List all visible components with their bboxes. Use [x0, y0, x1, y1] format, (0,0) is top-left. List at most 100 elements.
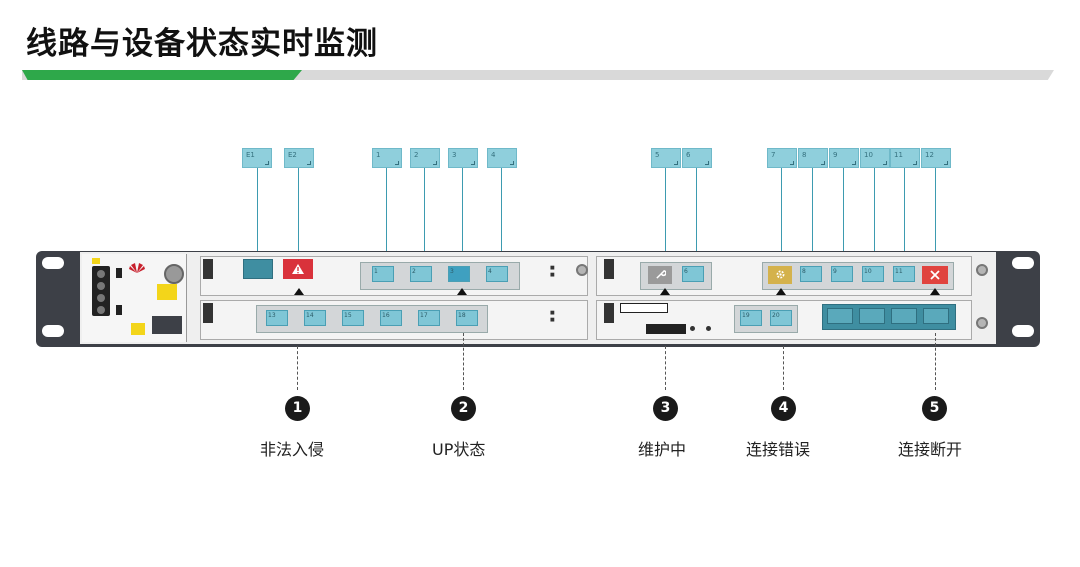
card-handle[interactable] [604, 303, 614, 323]
callout-4[interactable]: 4 [487, 148, 517, 168]
port-7-error[interactable] [768, 266, 792, 284]
card-handle[interactable] [604, 259, 614, 279]
port-18[interactable]: 18 [456, 310, 478, 326]
callout-line-3 [462, 168, 463, 268]
card-handle[interactable] [203, 259, 213, 279]
psu-switch[interactable] [116, 305, 122, 315]
port-12-disconnected[interactable] [922, 266, 948, 284]
panel-screw-icon [976, 264, 988, 276]
fiber-port[interactable] [859, 308, 885, 324]
panel-screw-icon [976, 317, 988, 329]
callout-line-e1 [257, 168, 258, 268]
callout-line-12 [935, 168, 936, 268]
callout-5[interactable]: 5 [651, 148, 681, 168]
port-8[interactable]: 8 [800, 266, 822, 282]
title-underline-grey [22, 70, 1054, 80]
led-indicator: ■ [550, 310, 555, 316]
port-16[interactable]: 16 [380, 310, 402, 326]
page-title: 线路与设备状态实时监测 [26, 26, 378, 62]
leader-line-5 [935, 333, 936, 390]
legend-label-up-state: UP状态 [432, 440, 486, 459]
warning-triangle-icon [292, 264, 304, 274]
rack-ear-hole [1012, 257, 1034, 269]
console-port [152, 316, 182, 334]
port-13[interactable]: 13 [266, 310, 288, 326]
port-10[interactable]: 10 [862, 266, 884, 282]
legend-badge-1: 1 [285, 396, 310, 421]
callout-line-8 [812, 168, 813, 268]
leader-line-3 [665, 346, 666, 390]
status-pointer-icon [930, 288, 940, 295]
card-handle[interactable] [203, 303, 213, 323]
callout-line-e2 [298, 168, 299, 268]
leader-line-4 [783, 346, 784, 390]
port-5-maintenance[interactable] [648, 266, 672, 284]
port-9[interactable]: 9 [831, 266, 853, 282]
callout-8[interactable]: 8 [798, 148, 828, 168]
port-4[interactable]: 4 [486, 266, 508, 282]
port-e1[interactable] [243, 259, 273, 279]
leader-line-2 [463, 333, 464, 390]
callout-e2[interactable]: E2 [284, 148, 314, 168]
psu-switch[interactable] [116, 268, 122, 278]
port-15[interactable]: 15 [342, 310, 364, 326]
callout-line-11 [904, 168, 905, 268]
legend-label-connection-error: 连接错误 [746, 440, 811, 459]
legend-label-maintenance: 维护中 [638, 440, 687, 459]
port-group-13-18 [256, 305, 488, 333]
panel-screw-icon [576, 264, 588, 276]
legend-label-illegal-intrusion: 非法入侵 [260, 440, 325, 459]
callout-line-6 [696, 168, 697, 268]
reset-button[interactable] [690, 326, 695, 331]
callout-1[interactable]: 1 [372, 148, 402, 168]
esd-warning-sticker [157, 284, 177, 300]
status-pointer-icon [776, 288, 786, 295]
fiber-port[interactable] [923, 308, 949, 324]
laser-warning-sticker [131, 323, 145, 335]
rack-ear-hole [42, 257, 64, 269]
callout-6[interactable]: 6 [682, 148, 712, 168]
port-2[interactable]: 2 [410, 266, 432, 282]
fiber-port[interactable] [827, 308, 853, 324]
port-6[interactable]: 6 [682, 266, 704, 282]
warning-sticker [92, 258, 100, 264]
port-3-up[interactable]: 3 [448, 266, 470, 282]
port-19[interactable]: 19 [740, 310, 762, 326]
legend-badge-4: 4 [771, 396, 796, 421]
port-e2-intrusion[interactable] [283, 259, 313, 279]
callout-line-5 [665, 168, 666, 268]
port-17[interactable]: 17 [418, 310, 440, 326]
title-underline [22, 70, 1054, 80]
x-mark-icon [930, 270, 940, 280]
callout-line-9 [843, 168, 844, 268]
led-indicator: ■ [550, 317, 555, 323]
callout-11[interactable]: 11 [890, 148, 920, 168]
title-underline-green [22, 70, 302, 80]
status-pointer-icon [660, 288, 670, 295]
callout-line-1 [386, 168, 387, 268]
console-display [646, 324, 686, 334]
port-20[interactable]: 20 [770, 310, 792, 326]
callout-e1[interactable]: E1 [242, 148, 272, 168]
leader-line-1 [297, 346, 298, 390]
gear-icon [776, 270, 784, 279]
status-pointer-icon [294, 288, 304, 295]
reset-button[interactable] [706, 326, 711, 331]
fiber-module[interactable] [822, 304, 956, 330]
port-1[interactable]: 1 [372, 266, 394, 282]
callout-9[interactable]: 9 [829, 148, 859, 168]
callout-7[interactable]: 7 [767, 148, 797, 168]
callout-line-10 [874, 168, 875, 268]
legend-badge-3: 3 [653, 396, 678, 421]
legend-label-disconnected: 连接断开 [898, 440, 963, 459]
port-14[interactable]: 14 [304, 310, 326, 326]
callout-2[interactable]: 2 [410, 148, 440, 168]
led-indicator: ■ [550, 265, 555, 271]
callout-12[interactable]: 12 [921, 148, 951, 168]
fiber-port[interactable] [891, 308, 917, 324]
rack-ear-hole [42, 325, 64, 337]
callout-line-7 [781, 168, 782, 268]
callout-3[interactable]: 3 [448, 148, 478, 168]
port-11[interactable]: 11 [893, 266, 915, 282]
callout-10[interactable]: 10 [860, 148, 890, 168]
